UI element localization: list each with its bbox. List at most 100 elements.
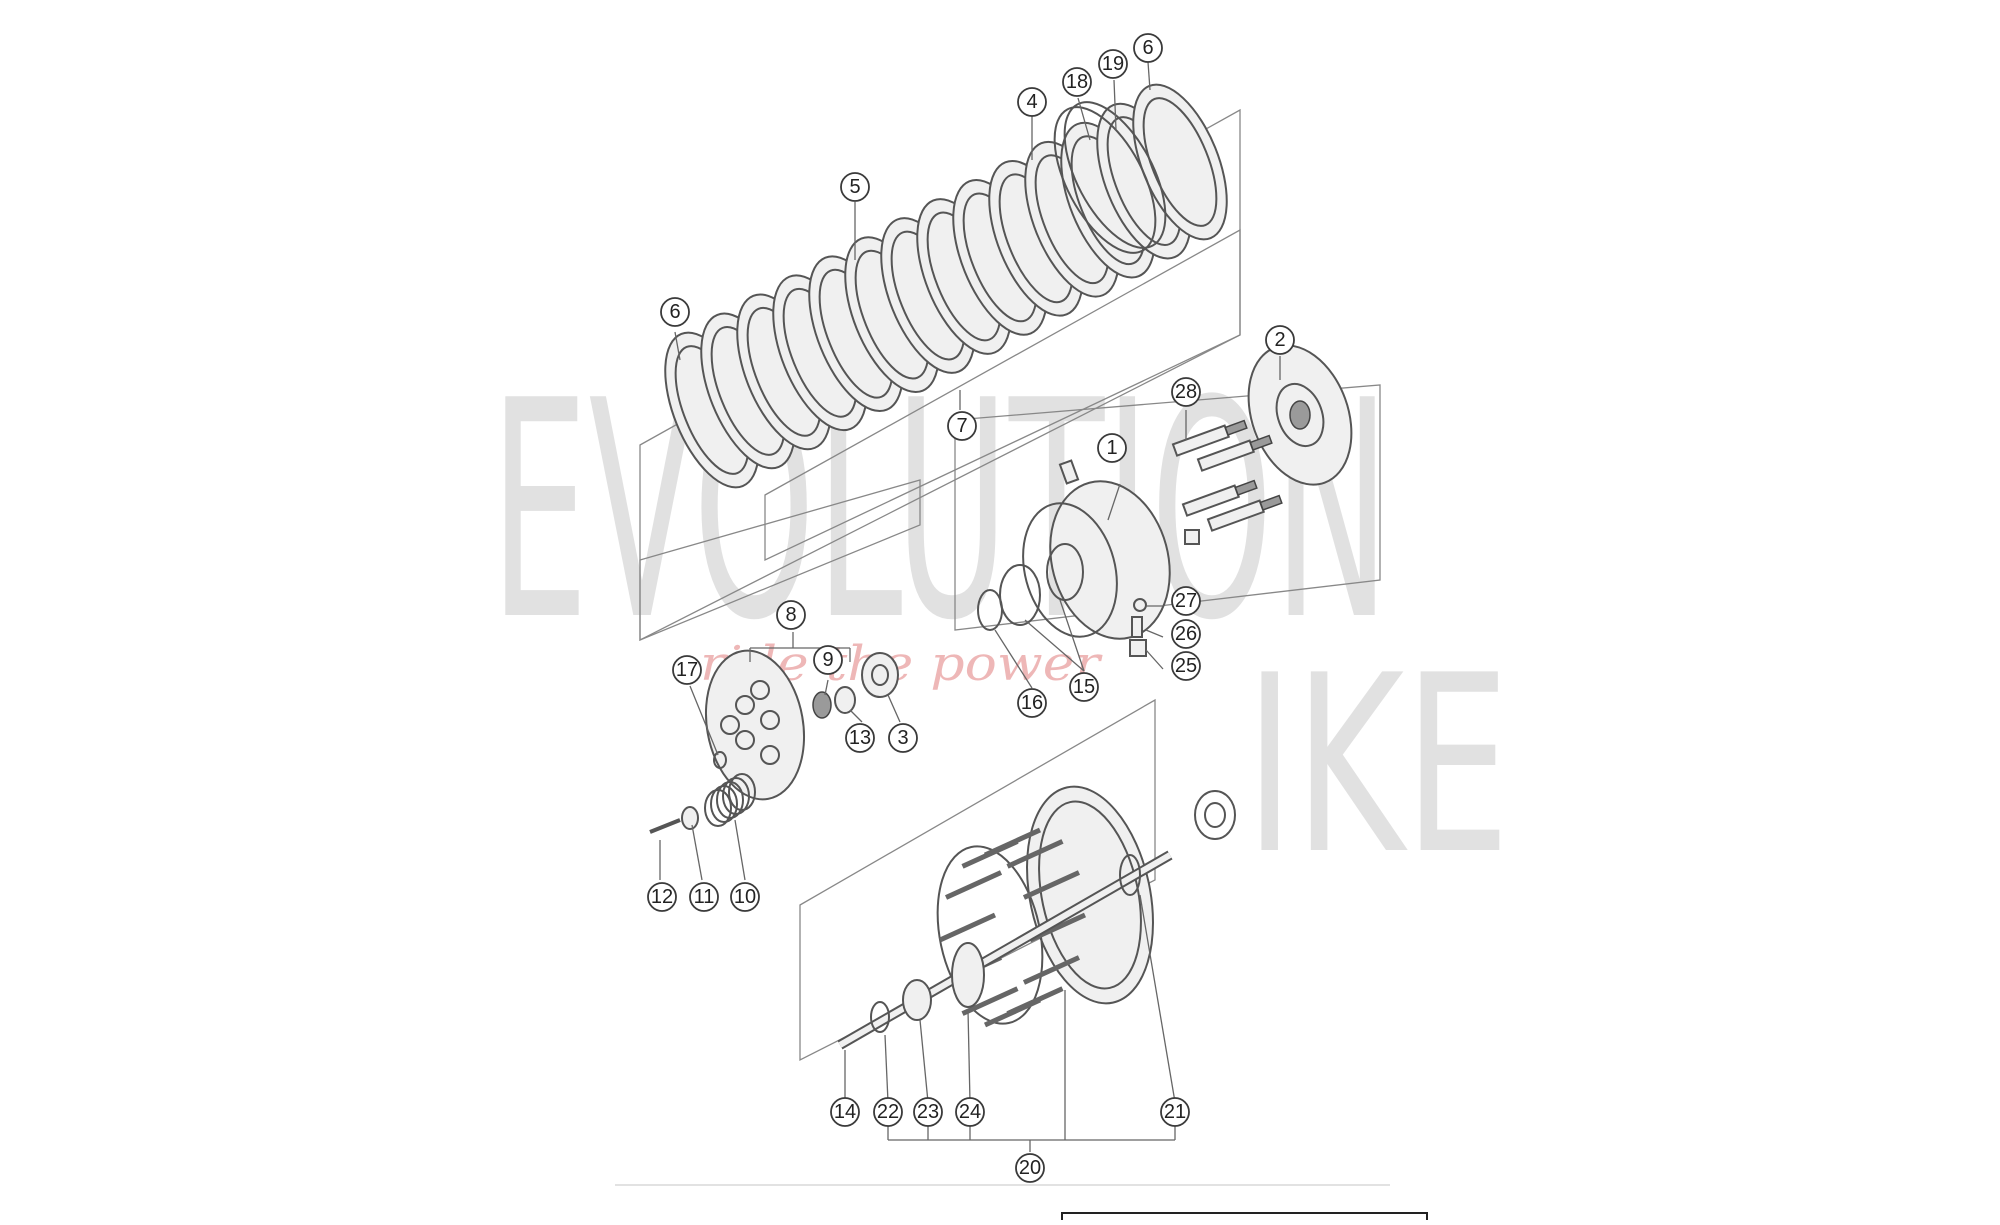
- callout-24: 24: [955, 1097, 985, 1127]
- callout-27: 27: [1171, 586, 1201, 616]
- svg-text:22: 22: [877, 1101, 899, 1123]
- callout-11: 11: [689, 882, 719, 912]
- wire-rings: [1053, 101, 1167, 254]
- svg-text:6: 6: [1142, 37, 1153, 59]
- bushing-23: [902, 979, 932, 1021]
- spring-plate: [704, 649, 806, 801]
- basket-finger: [944, 870, 1003, 900]
- callout-10: 10: [730, 882, 760, 912]
- svg-text:2: 2: [1274, 329, 1285, 351]
- basket-finger: [961, 986, 1019, 1016]
- leader-lines: [659, 61, 1281, 1152]
- callout-18: 18: [1062, 67, 1092, 97]
- small-parts: [1129, 598, 1147, 657]
- callout-20: 20: [1015, 1153, 1045, 1183]
- callout-1: 1: [1097, 433, 1127, 463]
- svg-text:15: 15: [1073, 676, 1095, 698]
- callout-22: 22: [873, 1097, 903, 1127]
- o-ring-17: [713, 751, 727, 769]
- svg-text:14: 14: [834, 1101, 856, 1123]
- spring-plate-disc: [704, 649, 806, 801]
- spring-10: [704, 773, 756, 827]
- bolt-12: [649, 818, 681, 834]
- callout-4: 4: [1017, 87, 1047, 117]
- pressure-plate-hub: [1275, 383, 1325, 447]
- callout-7: 7: [947, 411, 977, 441]
- slave-cylinder-body: [1194, 790, 1236, 840]
- callout-23: 23: [913, 1097, 943, 1127]
- svg-text:4: 4: [1026, 91, 1037, 113]
- basket-group-box: [799, 698, 1156, 1062]
- hub-bushing: [1184, 529, 1200, 545]
- spring-set: [649, 773, 756, 834]
- svg-text:7: 7: [956, 415, 967, 437]
- washer-11: [681, 806, 699, 830]
- svg-text:8: 8: [785, 604, 796, 626]
- callout-12: 12: [647, 882, 677, 912]
- basket-finger: [983, 997, 1042, 1028]
- svg-text:20: 20: [1019, 1157, 1041, 1179]
- svg-text:25: 25: [1175, 655, 1197, 677]
- svg-text:17: 17: [676, 659, 698, 681]
- clutch-basket: [837, 785, 1173, 1050]
- slave-cylinder: [1194, 790, 1236, 840]
- svg-text:28: 28: [1175, 381, 1197, 403]
- svg-text:3: 3: [897, 727, 908, 749]
- callout-15: 15: [1069, 672, 1099, 702]
- hub-group-box: [954, 384, 1381, 631]
- basket-finger: [1006, 839, 1064, 869]
- basket-finger: [983, 827, 1042, 858]
- spacer-13: [834, 686, 856, 714]
- basket-finger: [1022, 870, 1081, 900]
- svg-text:1: 1: [1106, 437, 1117, 459]
- wire-ring-19: [1063, 101, 1167, 249]
- basket-front-rim: [936, 845, 1044, 1025]
- svg-text:9: 9: [822, 649, 833, 671]
- wire-ring-18: [1053, 106, 1157, 254]
- hub-face: [1022, 502, 1118, 638]
- svg-text:12: 12: [651, 886, 673, 908]
- callout-13: 13: [845, 723, 875, 753]
- plate-stack-box-inner: [764, 228, 1241, 562]
- pressure-plate-bore: [1289, 400, 1311, 430]
- callout-2: 2: [1265, 325, 1295, 355]
- watermark-brand-line2: IKE: [1245, 623, 1510, 908]
- callout-6-left: 6: [660, 297, 690, 327]
- svg-text:23: 23: [917, 1101, 939, 1123]
- hub-washers: [977, 564, 1041, 631]
- plate-stack-box-lower: [639, 479, 921, 641]
- svg-text:13: 13: [849, 727, 871, 749]
- basket-finger: [938, 912, 997, 943]
- washer-15: [999, 564, 1041, 626]
- svg-text:6: 6: [669, 301, 680, 323]
- svg-text:26: 26: [1175, 623, 1197, 645]
- callout-19: 19: [1098, 49, 1128, 79]
- part-26: [1131, 616, 1143, 638]
- callout-16: 16: [1017, 688, 1047, 718]
- clutch-plate-inner: [1142, 97, 1218, 227]
- part-27: [1133, 598, 1147, 612]
- clutch-plate-stack: [664, 83, 1228, 489]
- info-box-edge: [1061, 1212, 1428, 1224]
- callout-14: 14: [830, 1097, 860, 1127]
- svg-text:21: 21: [1164, 1101, 1186, 1123]
- bearing-set: [812, 652, 899, 719]
- bearing-9: [812, 691, 832, 719]
- hub-pin: [1058, 459, 1080, 485]
- pressure-plate: [1247, 344, 1353, 486]
- svg-text:19: 19: [1102, 53, 1124, 75]
- svg-text:16: 16: [1021, 692, 1043, 714]
- callout-9: 9: [813, 645, 843, 675]
- svg-text:5: 5: [849, 176, 860, 198]
- callout-25: 25: [1171, 651, 1201, 681]
- callout-5: 5: [840, 172, 870, 202]
- basket-finger: [1022, 955, 1081, 985]
- svg-text:10: 10: [734, 886, 756, 908]
- washer-21: [1119, 854, 1141, 896]
- svg-text:24: 24: [959, 1101, 981, 1123]
- nut-3: [861, 652, 899, 698]
- svg-text:11: 11: [694, 886, 715, 908]
- callout-6-right: 6: [1133, 33, 1163, 63]
- callout-17: 17: [672, 655, 702, 685]
